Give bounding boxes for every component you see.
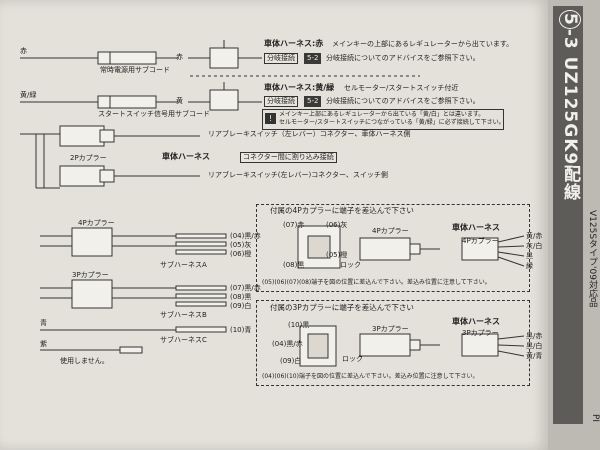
- row2-warning-box: ! メインキー上部にあるレギュレーターから出ている「黄/白」とは違います。 セル…: [262, 109, 505, 130]
- 4p-coupler-label: 4Pカプラー: [372, 227, 409, 235]
- section-title: 5-3 UZ125GK9配線: [553, 10, 583, 201]
- 4p-harness-label: 車体ハーネス: [452, 223, 500, 232]
- sub-a-wire-2: (05)灰: [230, 241, 252, 249]
- row2-ref-tag: 5-2: [304, 96, 322, 107]
- sub-c-lower-color: 紫: [40, 340, 47, 348]
- row1-harness-note: メインキーの上部にあるレギュレーターから出ています。: [332, 40, 514, 48]
- 4p-lock-label: ロック: [340, 261, 361, 269]
- row2-harness-label: 車体ハーネス:黄/緑: [264, 83, 335, 92]
- 4p-harness-wire-4: 緑: [526, 262, 533, 270]
- warning-icon: !: [265, 113, 276, 124]
- sub-c-name: サブハーネスC: [160, 336, 207, 344]
- sub-b-name: サブハーネスB: [160, 311, 207, 319]
- row2-mid-color: 黄: [176, 97, 183, 105]
- 3p-pin-2: (04)黒/赤: [272, 340, 303, 348]
- row2-branch-tag: 分岐接続: [264, 96, 298, 107]
- 4p-harness-wire-3: 黒: [526, 252, 533, 260]
- 3p-harness-label: 車体ハーネス: [452, 317, 500, 326]
- row1-branch-tag: 分岐接続: [264, 53, 298, 64]
- sub-a-name: サブハーネスA: [160, 261, 207, 269]
- row1-left-color: 赤: [20, 47, 27, 55]
- 4p-box-note: (05)(06)(07)(08)端子を図の位置に差込んで下さい。差込み位置に注意…: [262, 279, 491, 286]
- 4p-harness-coupler: 4Pカプラー: [462, 237, 499, 245]
- row1-sub-cord: 常時電源用サブコード: [100, 66, 170, 74]
- sub-a-wire-3: (06)橙: [230, 250, 252, 258]
- sub-c-unused-note: 使用しません。: [60, 357, 109, 365]
- brake-lower-note: リアブレーキスイッチ(左レバー)コネクター、スイッチ側: [208, 171, 388, 179]
- 4p-harness-wire-2: 灰/白: [526, 242, 543, 250]
- sub-c-wire: (10)青: [230, 326, 252, 334]
- wiring-diagram: [20, 40, 525, 367]
- sub-a-coupler-label: 4Pカプラー: [78, 219, 115, 227]
- row2-sub-cord: スタートスイッチ信号用サブコード: [98, 110, 210, 118]
- row2-warning-line2: セルモーター/スタートスイッチにつながっている「黄/緑」に必ず接続して下さい。: [279, 119, 505, 126]
- 3p-box-note: (04)(06)(10)端子を図の位置に差込んで下さい。差込み位置に注意して下さ…: [262, 373, 479, 380]
- 3p-box-title: 付属の3Pカプラーに端子を差込んで下さい: [270, 303, 414, 312]
- sub-b-wire-3: (09)白: [230, 302, 252, 310]
- sub-c-top-color: 青: [40, 319, 47, 327]
- manual-page: [0, 0, 548, 450]
- 3p-coupler-label: 3Pカプラー: [372, 325, 409, 333]
- brake-upper-note: リアブレーキスイッチ（左レバー）コネクター、車体ハーネス側: [208, 130, 411, 138]
- row1-harness-label: 車体ハーネス:赤: [264, 39, 324, 48]
- brake-coupler-label: 2Pカプラー: [70, 154, 107, 162]
- sub-b-wire-1: (07)黒/赤: [230, 284, 261, 292]
- 3p-harness-wire-1: 黒/赤: [526, 332, 543, 340]
- 4p-box-title: 付属の4Pカプラーに端子を差込んで下さい: [270, 206, 414, 215]
- section-subtitle: V125Sタイプ'09対応品: [587, 210, 597, 307]
- row2-left-color: 黄/緑: [20, 91, 37, 99]
- row1-advice: 分岐接続についてのアドバイスをご参照下さい。: [326, 54, 480, 62]
- sub-b-wire-2: (08)黒: [230, 293, 252, 301]
- section-badge: 5: [559, 10, 581, 29]
- 4p-insert-box: [256, 204, 530, 292]
- section-band: [553, 6, 583, 424]
- brake-insert-tag: コネクター間に割り込み接続: [240, 152, 337, 163]
- row1-mid-color: 赤: [176, 53, 183, 61]
- 3p-insert-box: [256, 300, 530, 386]
- sub-a-wire-1: (04)黒/赤: [230, 232, 261, 240]
- 4p-pin-top-left: (07)赤: [283, 221, 305, 229]
- 3p-harness-coupler: 3Pカプラー: [462, 329, 499, 337]
- row1-ref-tag: 5-2: [304, 53, 322, 64]
- 3p-pin-1: (10)黒: [288, 321, 310, 329]
- brake-harness-label: 車体ハーネス: [162, 152, 210, 161]
- 3p-harness-wire-3: 黄/青: [526, 352, 543, 360]
- 4p-pin-bottom-right: (05)橙: [326, 251, 348, 259]
- 3p-harness-wire-2: 黒/白: [526, 342, 543, 350]
- row2-warning-line1: メインキー上部にあるレギュレーターから出ている「黄/白」とは違います。: [279, 111, 485, 118]
- 4p-pin-top-right: (06)灰: [326, 221, 348, 229]
- row2-harness-note: セルモーター/スタートスイッチ付近: [344, 84, 459, 92]
- 3p-lock-label: ロック: [342, 355, 363, 363]
- 4p-pin-bottom-left: (08)黒: [283, 261, 305, 269]
- 4p-harness-wire-1: 黄/赤: [526, 232, 543, 240]
- 3p-pin-3: (09)白: [280, 357, 302, 365]
- sub-b-coupler-label: 3Pカプラー: [72, 271, 109, 279]
- page-mark: PI: [590, 414, 600, 423]
- row2-advice: 分岐接続についてのアドバイスをご参照下さい。: [326, 97, 480, 105]
